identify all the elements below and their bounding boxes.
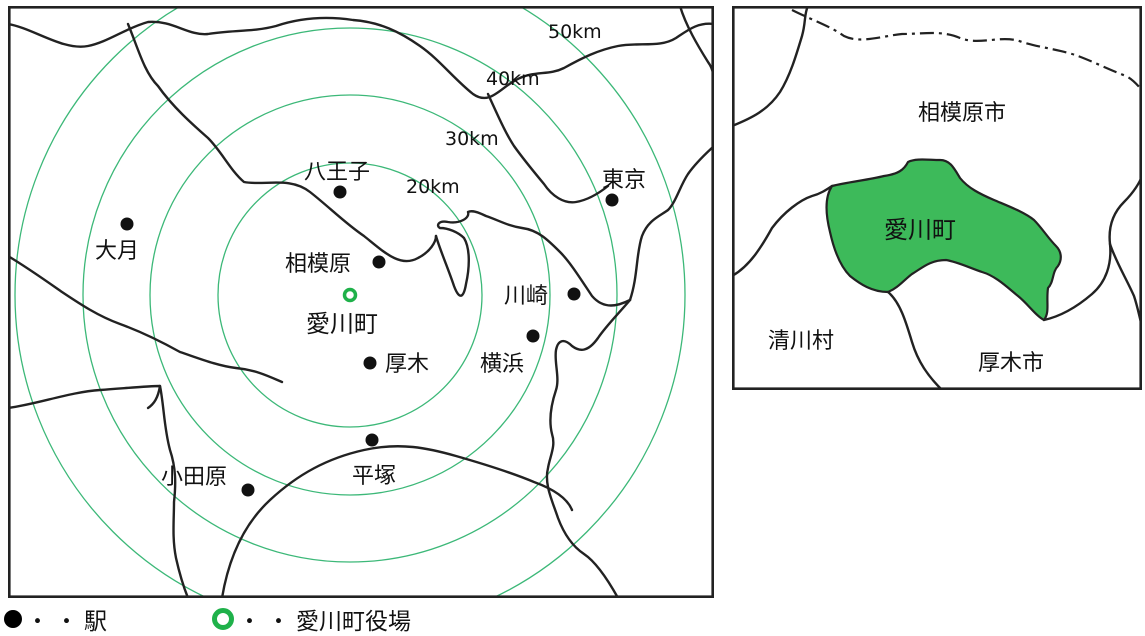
main-map-background — [8, 6, 714, 598]
prefecture-border — [791, 9, 1142, 91]
ring-50km — [14, 6, 686, 598]
boundary-west-diagonal — [126, 22, 438, 263]
region-label-atsugi-city: 厚木市 — [978, 351, 1044, 376]
distance-rings — [14, 6, 686, 598]
station-yokohama-marker — [526, 329, 540, 343]
region-label-kiyokawa-village: 清川村 — [768, 329, 834, 354]
station-hiratsuka-marker — [365, 433, 379, 447]
inset-map: 相模原市 愛川町 清川村 厚木市 — [732, 6, 1142, 390]
main-map: 20km 30km 40km 50km 八王子 相模原 厚木 大月 東京 川崎 … — [8, 6, 714, 598]
town-hall-marker-icon — [212, 608, 234, 630]
ring-label-30km: 30km — [445, 128, 499, 150]
stations: 八王子 相模原 厚木 大月 東京 川崎 横浜 平塚 小田原 — [95, 160, 646, 497]
station-hachioji-label: 八王子 — [304, 160, 370, 185]
station-sagamihara-label: 相模原 — [285, 252, 351, 277]
boundary-sagami-bay-inlet — [434, 210, 632, 307]
ring-20km — [217, 162, 483, 428]
station-tokyo-marker — [605, 193, 619, 207]
station-marker-icon — [4, 610, 22, 628]
boundary-east-tokyo — [628, 144, 714, 302]
legend-station-separator: ・・ — [26, 609, 84, 635]
boundary-north-ridge — [8, 16, 714, 100]
inset-boundary-atsugi-north — [886, 290, 944, 390]
inset-boundary-west — [732, 6, 810, 128]
boundary-tokyo-bay-coast — [545, 298, 632, 598]
boundary-south-west — [146, 384, 162, 410]
boundary-west-upper — [8, 254, 284, 384]
region-label-sagamihara-city: 相模原市 — [918, 101, 1006, 126]
station-kawasaki-marker — [567, 287, 581, 301]
station-sagamihara-marker — [372, 255, 386, 269]
ring-label-40km: 40km — [486, 68, 540, 90]
ring-labels: 20km 30km 40km 50km — [406, 21, 602, 198]
legend-town-hall-separator: ・・ — [238, 609, 296, 635]
station-odawara-marker — [241, 483, 255, 497]
station-hiratsuka-label: 平塚 — [352, 464, 396, 489]
ring-label-20km: 20km — [406, 176, 460, 198]
station-kawasaki-label: 川崎 — [504, 284, 548, 309]
region-label-aikawa-town: 愛川町 — [884, 216, 956, 244]
boundary-northeast-lobe — [486, 92, 610, 204]
legend-station: ・・ 駅 — [4, 602, 107, 636]
aikawa-town-hall-marker — [342, 287, 358, 303]
station-odawara-label: 小田原 — [161, 465, 227, 490]
main-map-frame — [8, 6, 714, 598]
station-yokohama-label: 横浜 — [480, 352, 524, 377]
aikawa-center-label: 愛川町 — [306, 310, 378, 338]
ring-40km — [82, 27, 618, 563]
station-hachioji-marker — [333, 185, 347, 199]
station-atsugi-label: 厚木 — [385, 352, 429, 377]
boundary-west-lower — [8, 384, 190, 598]
station-otsuki-marker — [120, 217, 134, 231]
legend-station-label: 駅 — [84, 609, 107, 635]
legend-town-hall-label: 愛川町役場 — [296, 609, 411, 635]
inset-boundary-kiyokawa — [732, 184, 834, 278]
coastline-sagami-bay — [220, 445, 574, 598]
legend-town-hall: ・・ 愛川町役場 — [212, 602, 411, 636]
station-atsugi-marker — [363, 356, 377, 370]
ring-30km — [149, 94, 551, 496]
station-otsuki-label: 大月 — [95, 239, 139, 264]
legend: ・・ 駅 ・・ 愛川町役場 — [0, 602, 600, 636]
inset-map-frame — [732, 6, 1142, 390]
ring-label-50km: 50km — [548, 21, 602, 43]
station-tokyo-label: 東京 — [602, 168, 646, 193]
